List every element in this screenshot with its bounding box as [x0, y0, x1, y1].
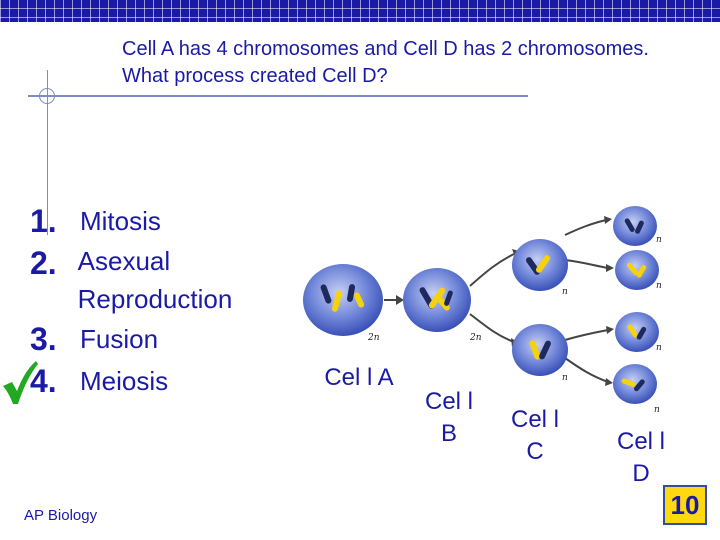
ploidy-label: 2n — [469, 333, 482, 343]
ploidy-label: n — [656, 343, 662, 353]
answer-option[interactable]: 2. Asexual Reproduction — [30, 242, 320, 318]
checkmark-icon — [3, 361, 38, 404]
answer-label: Meiosis — [80, 366, 169, 396]
cell-c-label: Cel l C — [510, 406, 559, 465]
answer-label: Fusion — [80, 324, 159, 354]
header-bar — [0, 0, 720, 22]
cell-c-bottom — [512, 324, 568, 376]
ploidy-label: n — [562, 287, 568, 297]
answer-option[interactable]: 4. Meiosis — [30, 360, 320, 402]
ploidy-label: n — [656, 235, 662, 245]
cell-b-label: Cel l B — [424, 388, 473, 447]
decorative-vertical-line — [47, 70, 48, 235]
ploidy-label: 2n — [367, 333, 380, 343]
answer-number: 4. — [30, 363, 57, 399]
answer-number: 3. — [30, 321, 57, 357]
question-text: Cell A has 4 chromosomes and Cell D has … — [122, 38, 649, 87]
decorative-horizontal-line — [28, 95, 528, 97]
arrows — [384, 219, 609, 383]
answer-number: 1. — [30, 203, 57, 239]
footer-label: AP Biology — [24, 507, 98, 524]
answer-label: Asexual Reproduction — [77, 246, 233, 314]
decorative-crosshair — [39, 88, 55, 104]
answer-list: 1. Mitosis 2. Asexual Reproduction 3. Fu… — [30, 200, 320, 402]
cell-c-top — [512, 239, 568, 291]
ploidy-label: n — [656, 281, 662, 291]
answer-number: 2. — [30, 245, 57, 281]
answer-option[interactable]: 1. Mitosis — [30, 200, 320, 242]
cell-b — [403, 268, 471, 332]
answer-option[interactable]: 3. Fusion — [30, 318, 320, 360]
slide-number-badge: 10 — [663, 485, 707, 525]
cell-a — [303, 264, 383, 336]
cell-d-3 — [615, 312, 659, 352]
answer-label: Mitosis — [80, 206, 161, 236]
ploidy-label: n — [654, 405, 660, 415]
cell-d-2 — [615, 250, 659, 290]
meiosis-diagram: 2n 2n n n n n n n — [303, 206, 662, 415]
cell-a-label: Cel l A — [324, 364, 394, 391]
cell-d-1 — [613, 206, 657, 246]
cell-d-label: Cel l D — [616, 428, 665, 487]
cell-d-4 — [613, 364, 657, 404]
ploidy-label: n — [562, 373, 568, 383]
